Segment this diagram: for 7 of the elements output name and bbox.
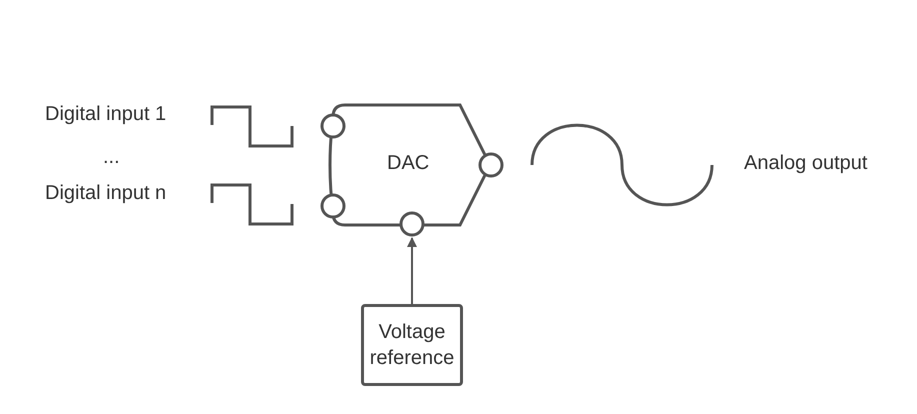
block-label: DAC [387, 151, 430, 175]
ellipsis-label: ... [103, 145, 120, 169]
arrow [407, 237, 417, 304]
signal-label: Digital input 1 [45, 102, 166, 126]
signal-label: Digital input n [45, 181, 166, 205]
reference-box: Voltage reference [361, 304, 463, 386]
signal-label: Analog output [744, 151, 868, 175]
